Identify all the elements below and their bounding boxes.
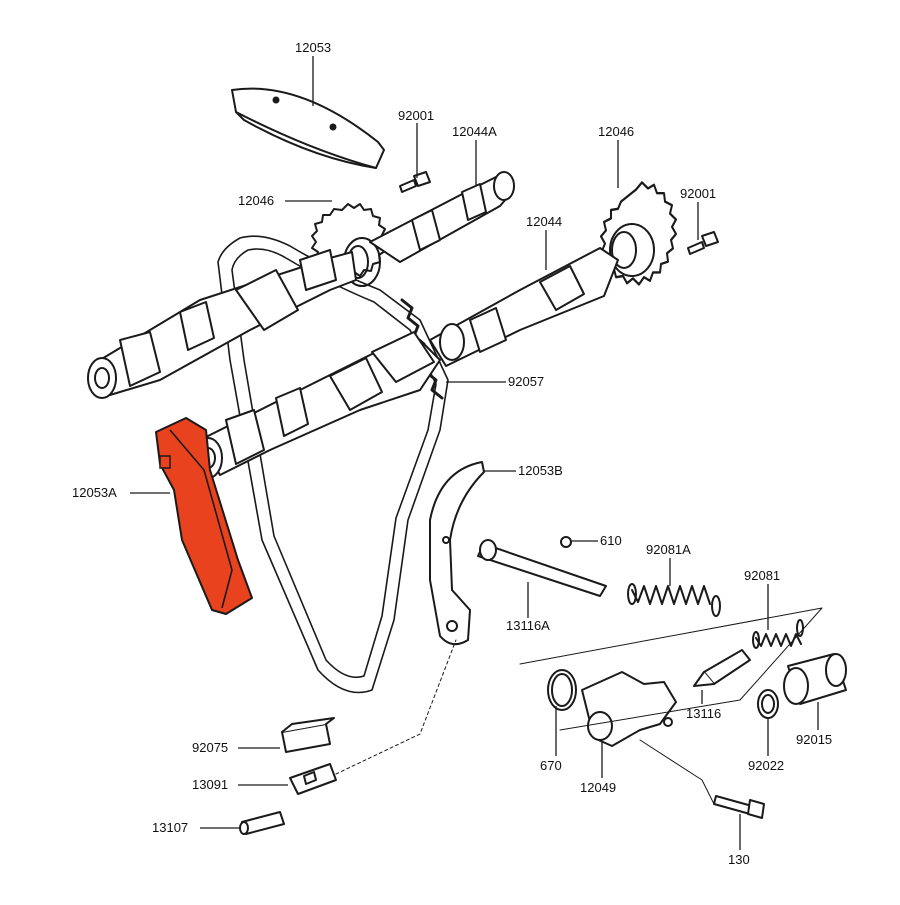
part-labels: 12053 92001 12044A 12046 12046 92001 120… xyxy=(72,40,832,867)
highlighted-chain-guide-12053A xyxy=(155,417,253,615)
tensioner-rod-13116A xyxy=(477,539,607,597)
intake-camshaft-12044 xyxy=(429,247,619,367)
label-92001-a: 92001 xyxy=(398,108,434,123)
label-12053A: 12053A xyxy=(72,485,117,500)
cap-92015 xyxy=(783,653,847,705)
tensioner-assembly-bracket xyxy=(519,607,823,731)
label-13091: 13091 xyxy=(192,777,228,792)
label-92022: 92022 xyxy=(748,758,784,773)
leader-lines xyxy=(130,56,819,850)
lower-camshaft xyxy=(193,331,441,479)
label-12049: 12049 xyxy=(580,780,616,795)
pin-610 xyxy=(560,536,572,548)
right-sprocket xyxy=(600,181,677,286)
upper-chain-guide xyxy=(231,87,385,169)
chain-guide-12053B xyxy=(429,461,485,646)
rubber-damper-92075 xyxy=(281,717,335,753)
label-92015: 92015 xyxy=(796,732,832,747)
label-13116: 13116 xyxy=(686,706,721,721)
label-92075: 92075 xyxy=(192,740,228,755)
bolt-130 xyxy=(713,795,765,819)
assembly-leader xyxy=(335,639,457,775)
holder-13091 xyxy=(289,763,337,795)
label-92057: 92057 xyxy=(508,374,544,389)
label-12046-b: 12046 xyxy=(598,124,634,139)
bolt-92001-left xyxy=(399,171,431,193)
label-92001-b: 92001 xyxy=(680,186,716,201)
exhaust-camshaft-12044A xyxy=(369,171,515,263)
o-ring-670 xyxy=(547,669,577,711)
label-12053B: 12053B xyxy=(518,463,563,478)
rear-camshaft xyxy=(87,249,357,399)
label-13107: 13107 xyxy=(152,820,188,835)
label-92081: 92081 xyxy=(744,568,780,583)
label-92081A: 92081A xyxy=(646,542,691,557)
label-12053: 12053 xyxy=(295,40,331,55)
spring-92081A xyxy=(627,583,721,617)
spring-92081 xyxy=(752,619,804,649)
bolt-leader xyxy=(639,739,715,805)
washer-92022 xyxy=(757,689,779,719)
tensioner-body-12049 xyxy=(581,671,677,747)
pin-13107 xyxy=(239,811,285,835)
label-610: 610 xyxy=(600,533,622,548)
label-12046-a: 12046 xyxy=(238,193,274,208)
bolt-92001-right xyxy=(687,231,719,255)
label-12044A: 12044A xyxy=(452,124,497,139)
plunger-13116 xyxy=(693,649,751,687)
label-130: 130 xyxy=(728,852,750,867)
label-670: 670 xyxy=(540,758,562,773)
label-12044: 12044 xyxy=(526,214,562,229)
label-13116A: 13116A xyxy=(506,618,550,633)
